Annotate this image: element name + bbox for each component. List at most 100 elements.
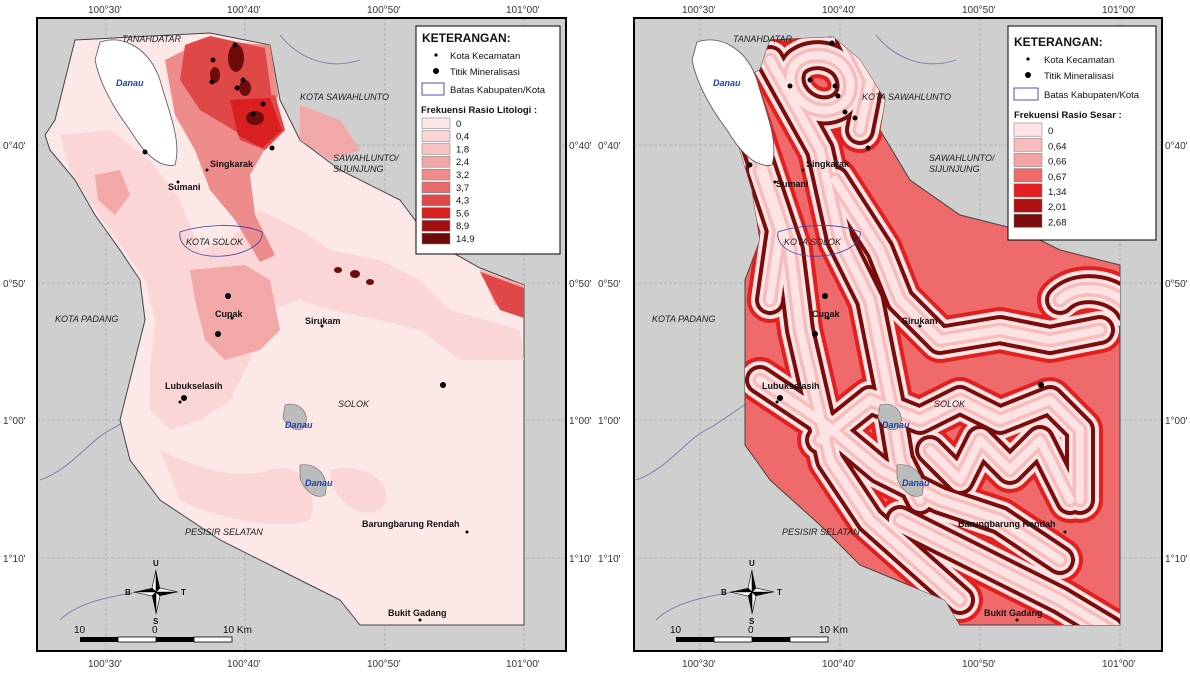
left-scale-label-left: 10 bbox=[74, 625, 86, 636]
left-lake-label-2: Danau bbox=[285, 420, 313, 430]
fault-buffer-band bbox=[756, 166, 784, 304]
fault-buffer-band bbox=[926, 436, 1074, 504]
left-region-pesisir-selatan: PESISIR SELATAN bbox=[185, 527, 263, 537]
left-kota-solok-boundary bbox=[179, 225, 263, 257]
legend-class-label: 0,4 bbox=[456, 132, 469, 143]
right-compass-n: U bbox=[749, 559, 755, 568]
left-legend-swatches: 00,41,82,43,23,74,35,68,914,9 bbox=[421, 117, 475, 245]
left-lake-singkarak bbox=[94, 39, 178, 166]
left-legend: KETERANGAN: Kota Kecamatan Titik Mineral… bbox=[415, 25, 561, 255]
right-compass: U T S B bbox=[721, 559, 782, 626]
left-bottom-tick: 100°40' bbox=[227, 659, 261, 670]
left-legend-title: KETERANGAN: bbox=[422, 31, 511, 45]
left-place-cupak: Cupak bbox=[215, 309, 244, 319]
right-place-cupak: Cupak bbox=[812, 309, 841, 319]
right-legend: KETERANGAN: Kota Kecamatan Titik Mineral… bbox=[1007, 25, 1157, 241]
right-axis-ticks: 100°30' 100°40' 100°50' 101°00' 100°30' … bbox=[598, 5, 1188, 670]
left-scale-label-right: 10 Km bbox=[223, 625, 252, 636]
legend-swatch bbox=[1013, 153, 1043, 167]
right-region-sijunjung: SIJUNJUNG bbox=[929, 164, 980, 174]
right-scale-label-left: 10 bbox=[670, 625, 682, 636]
right-mineral-points bbox=[747, 40, 1044, 401]
right-top-tick: 100°40' bbox=[822, 5, 856, 16]
right-bottom-tick: 101°00' bbox=[1102, 659, 1136, 670]
left-legend-item-mineral: Titik Mineralisasi bbox=[450, 67, 520, 78]
legend-class-label: 3,2 bbox=[456, 170, 469, 181]
right-scale-bar: 10 0 10 Km bbox=[670, 625, 848, 643]
right-lake-label-1: Danau bbox=[713, 78, 741, 88]
right-side-tick: 0°40' bbox=[598, 141, 621, 152]
left-compass-e: T bbox=[181, 588, 186, 597]
right-lake-singkarak bbox=[691, 39, 775, 166]
legend-class-label: 2,4 bbox=[456, 157, 469, 168]
fault-buffer-band bbox=[786, 51, 855, 115]
left-region-sijunjung: SIJUNJUNG bbox=[333, 164, 384, 174]
legend-class-label: 0,66 bbox=[1048, 157, 1067, 168]
left-place-sumani: Sumani bbox=[168, 182, 201, 192]
legend-swatch bbox=[421, 194, 451, 206]
left-side-tick-right: 0°40' bbox=[569, 141, 592, 152]
legend-class-label: 0,67 bbox=[1048, 172, 1067, 183]
legend-class-label: 0 bbox=[1048, 126, 1053, 137]
legend-swatch bbox=[1013, 137, 1043, 152]
left-side-tick: 0°40' bbox=[3, 141, 26, 152]
left-region-kota-solok: KOTA SOLOK bbox=[186, 237, 244, 247]
fault-buffer-band bbox=[831, 176, 1104, 344]
right-legend-item-town: Kota Kecamatan bbox=[1044, 55, 1114, 66]
left-compass-s: S bbox=[153, 617, 159, 626]
legend-swatch bbox=[421, 143, 451, 155]
legend-class-label: 8,9 bbox=[456, 221, 469, 232]
right-place-barungbarung-rendah: Barungbarung Rendah bbox=[958, 519, 1056, 529]
legend-swatch bbox=[421, 130, 451, 142]
left-top-tick: 100°30' bbox=[88, 5, 122, 16]
left-class-0-4 bbox=[60, 130, 524, 524]
left-side-tick: 0°50' bbox=[3, 279, 26, 290]
right-side-tick-right: 0°40' bbox=[1165, 141, 1188, 152]
left-region-sawahlunto: SAWAHLUNTO/ bbox=[333, 153, 400, 163]
right-legend-town-symbol bbox=[1026, 57, 1030, 61]
legend-class-label: 1,8 bbox=[456, 144, 469, 155]
right-lake-label-2: Danau bbox=[882, 420, 910, 430]
right-legend-boundary-symbol bbox=[1013, 87, 1039, 101]
right-lake-small-1 bbox=[877, 403, 902, 431]
right-compass-e: T bbox=[777, 588, 782, 597]
legend-class-label: 4,3 bbox=[456, 196, 469, 207]
left-axis-ticks: 100°30' 100°40' 100°50' 101°00' 100°30' … bbox=[3, 5, 592, 670]
left-map-frame bbox=[36, 17, 567, 652]
right-side-tick-right: 0°50' bbox=[1165, 279, 1188, 290]
legend-class-label: 0 bbox=[456, 119, 461, 130]
right-scale-label-zero: 0 bbox=[748, 625, 754, 636]
right-side-tick: 1°10' bbox=[598, 554, 621, 565]
legend-swatch bbox=[421, 156, 451, 168]
left-place-singkarak: Singkarak bbox=[210, 159, 254, 169]
left-lake-label-3: Danau bbox=[305, 478, 333, 488]
left-side-tick-right: 1°00' bbox=[569, 416, 592, 427]
left-place-bukit-gadang: Bukit Gadang bbox=[388, 608, 447, 618]
right-legend-title: KETERANGAN: bbox=[1014, 35, 1103, 49]
left-compass: U T S B bbox=[125, 559, 186, 626]
fault-buffer-band bbox=[896, 516, 1114, 625]
left-legend-class-title: Frekuensi Rasio Litologi : bbox=[421, 105, 537, 116]
legend-swatch bbox=[1013, 122, 1043, 137]
left-mineral-points bbox=[142, 42, 446, 401]
left-side-tick-right: 0°50' bbox=[569, 279, 592, 290]
right-bottom-tick: 100°30' bbox=[682, 659, 716, 670]
fault-buffer-band bbox=[766, 56, 924, 504]
legend-swatch bbox=[1013, 168, 1043, 183]
fault-buffer-band bbox=[1056, 285, 1120, 314]
right-place-lubukselasih: Lubukselasih bbox=[762, 381, 820, 391]
right-region-kota-solok: KOTA SOLOK bbox=[784, 237, 842, 247]
legend-swatch bbox=[421, 207, 451, 219]
left-lake-small-1 bbox=[282, 403, 307, 431]
left-bottom-tick: 100°50' bbox=[367, 659, 401, 670]
left-place-lubukselasih: Lubukselasih bbox=[165, 381, 223, 391]
right-bottom-tick: 100°40' bbox=[822, 659, 856, 670]
left-side-tick: 1°00' bbox=[3, 416, 26, 427]
right-region-pesisir-selatan: PESISIR SELATAN bbox=[782, 527, 860, 537]
right-place-sirukam: Sirukam bbox=[902, 316, 938, 326]
right-scale-label-right: 10 Km bbox=[819, 625, 848, 636]
right-compass-w: B bbox=[721, 588, 727, 597]
left-top-tick: 100°40' bbox=[227, 5, 261, 16]
right-map: TANAHDATAR KOTA SAWAHLUNTO SAWAHLUNTO/ S… bbox=[598, 5, 1188, 670]
